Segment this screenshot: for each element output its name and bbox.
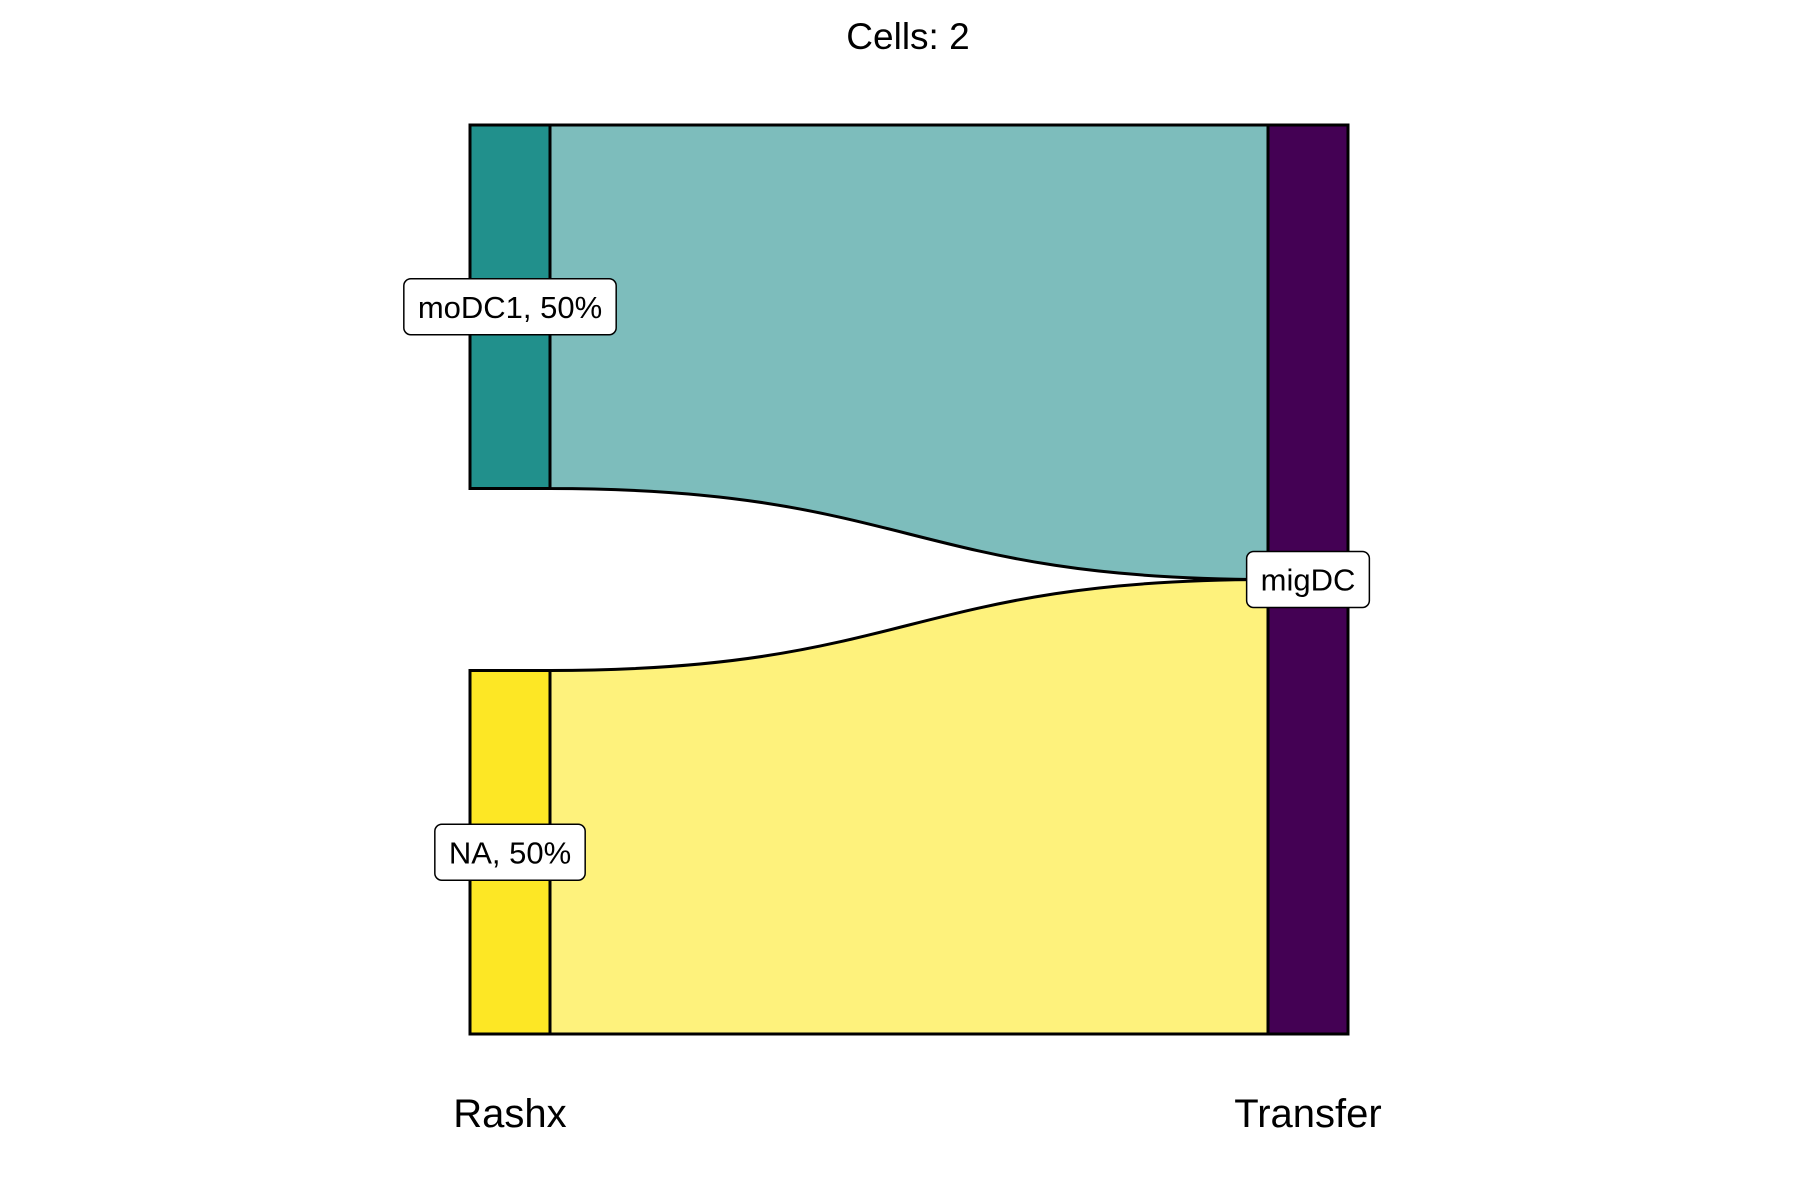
flow-na-to-migdc — [548, 577, 1270, 1036]
flows-layer — [548, 123, 1270, 1036]
node-label-na: NA, 50% — [434, 823, 586, 881]
node-label-box — [1245, 550, 1371, 609]
node-label-modc1: moDC1, 50% — [403, 278, 617, 336]
node-label-text: moDC1, 50% — [418, 290, 602, 325]
node-label-text: NA, 50% — [449, 835, 571, 870]
node-label-box — [434, 823, 586, 881]
flow-modc1-to-migdc — [548, 123, 1270, 582]
node-label-text: migDC — [1261, 563, 1356, 598]
axis-label-transfer: Transfer — [1234, 1092, 1381, 1136]
node-label-box — [403, 278, 617, 336]
node-label-migdc: migDC — [1245, 550, 1371, 609]
chart-title: Cells: 2 — [846, 16, 969, 57]
axis-label-rashx: Rashx — [453, 1092, 566, 1136]
axis-labels: Rashx Transfer — [453, 1092, 1381, 1136]
labels-layer: moDC1, 50% NA, 50% migDC — [403, 278, 1371, 881]
